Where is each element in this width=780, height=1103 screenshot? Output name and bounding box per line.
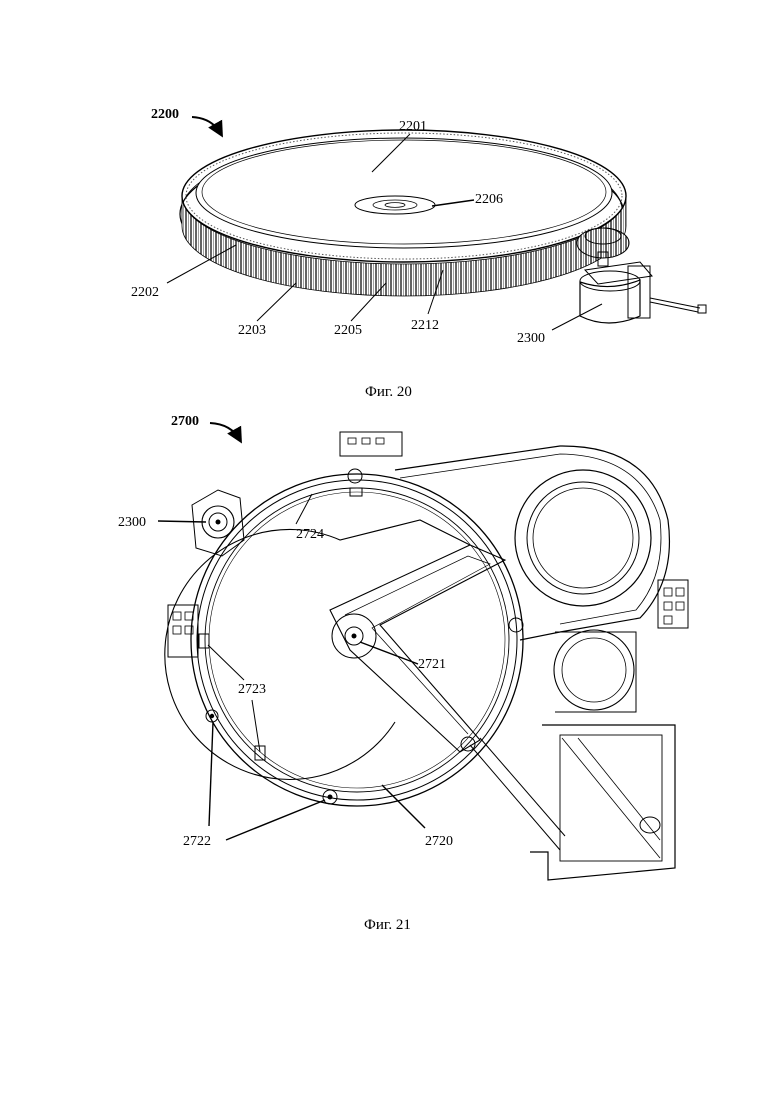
ref-2206: 2206 — [475, 192, 503, 207]
volute-inner — [400, 454, 661, 624]
ref-2720: 2720 — [425, 834, 453, 849]
ref-2723: 2723 — [238, 682, 266, 697]
ref-2202: 2202 — [131, 285, 159, 300]
housing-rim-outer — [191, 474, 523, 806]
leader-2720 — [382, 785, 425, 828]
motor-assembly — [577, 228, 706, 323]
box-outline — [530, 725, 675, 880]
top-connector-pin-2 — [362, 438, 370, 444]
arm-to-box-2 — [480, 738, 565, 836]
ref-2721: 2721 — [418, 657, 446, 672]
right-connector-pin-1 — [664, 588, 672, 596]
top-connector-pin-1 — [348, 438, 356, 444]
ref-2300-fig20: 2300 — [517, 331, 545, 346]
ref-2722: 2722 — [183, 834, 211, 849]
leader-2722-b — [226, 800, 325, 840]
caption-fig-20: Фиг. 20 — [365, 384, 412, 400]
rotating-plate — [165, 520, 565, 850]
assembly-arrow-2200 — [192, 117, 221, 134]
ref-2201: 2201 — [399, 119, 427, 134]
top-connector — [340, 432, 402, 456]
caption-fig-21: Фиг. 21 — [364, 917, 411, 933]
motor-mount-plate — [585, 262, 652, 284]
box-diagonal-2 — [578, 738, 660, 840]
container-box — [530, 725, 675, 880]
ref-2724: 2724 — [296, 527, 324, 542]
left-connector-pin-1 — [173, 612, 181, 620]
ref-2203: 2203 — [238, 323, 266, 338]
leader-2724 — [296, 494, 312, 524]
leader-2722-a — [209, 722, 213, 826]
turntable-gear-drawing — [180, 130, 626, 296]
boss-top — [348, 469, 362, 483]
motor-cable — [650, 298, 700, 308]
figure-20: 2200 — [131, 107, 706, 400]
leader-2203 — [257, 283, 296, 321]
figure-21: 2700 — [118, 414, 688, 933]
right-connector-pin-4 — [676, 602, 684, 610]
motor-body — [580, 280, 640, 323]
right-connector-pin-3 — [664, 602, 672, 610]
guide-slot-left — [199, 634, 209, 648]
right-connector-pin-5 — [664, 616, 672, 624]
top-plate — [196, 138, 612, 248]
blower-housing — [395, 446, 688, 712]
right-connector — [658, 580, 688, 628]
assembly-label-2700: 2700 — [171, 414, 199, 429]
fan-inner-ring — [527, 482, 639, 594]
arm-to-box — [470, 745, 560, 850]
swing-arm — [330, 545, 505, 752]
pinion-gear — [577, 228, 629, 258]
guide-slot-bottom — [255, 746, 265, 760]
main-housing — [191, 469, 523, 806]
plate-sector — [165, 520, 470, 779]
fan-outer-ring — [515, 470, 651, 606]
housing-rim-inner — [205, 488, 509, 792]
mount-post-inner — [210, 714, 214, 718]
fan-hole — [533, 488, 633, 588]
motor-cable-2 — [650, 302, 698, 312]
motor-cable-connector — [698, 305, 706, 313]
motor-gear-center — [216, 520, 221, 525]
box-diagonal-1 — [562, 738, 660, 858]
leader-2300-fig21 — [158, 521, 206, 522]
outlet-inner — [562, 638, 626, 702]
ref-2205: 2205 — [334, 323, 362, 338]
motor-mount-fig21 — [192, 490, 244, 556]
boss-bottom-inner — [328, 795, 333, 800]
assembly-label-2200: 2200 — [151, 107, 179, 122]
right-connector-pin-2 — [676, 588, 684, 596]
left-connector-pin-3 — [173, 626, 181, 634]
outlet-ring — [554, 630, 634, 710]
ref-2212: 2212 — [411, 318, 439, 333]
assembly-arrow-2700 — [210, 423, 240, 440]
ref-2300-fig21: 2300 — [118, 515, 146, 530]
volute-outline — [395, 446, 669, 640]
box-fitting — [640, 817, 660, 833]
leader-2723-b — [252, 700, 260, 752]
housing-rim — [197, 480, 517, 800]
top-connector-pin-3 — [376, 438, 384, 444]
center-hub-core — [352, 634, 357, 639]
